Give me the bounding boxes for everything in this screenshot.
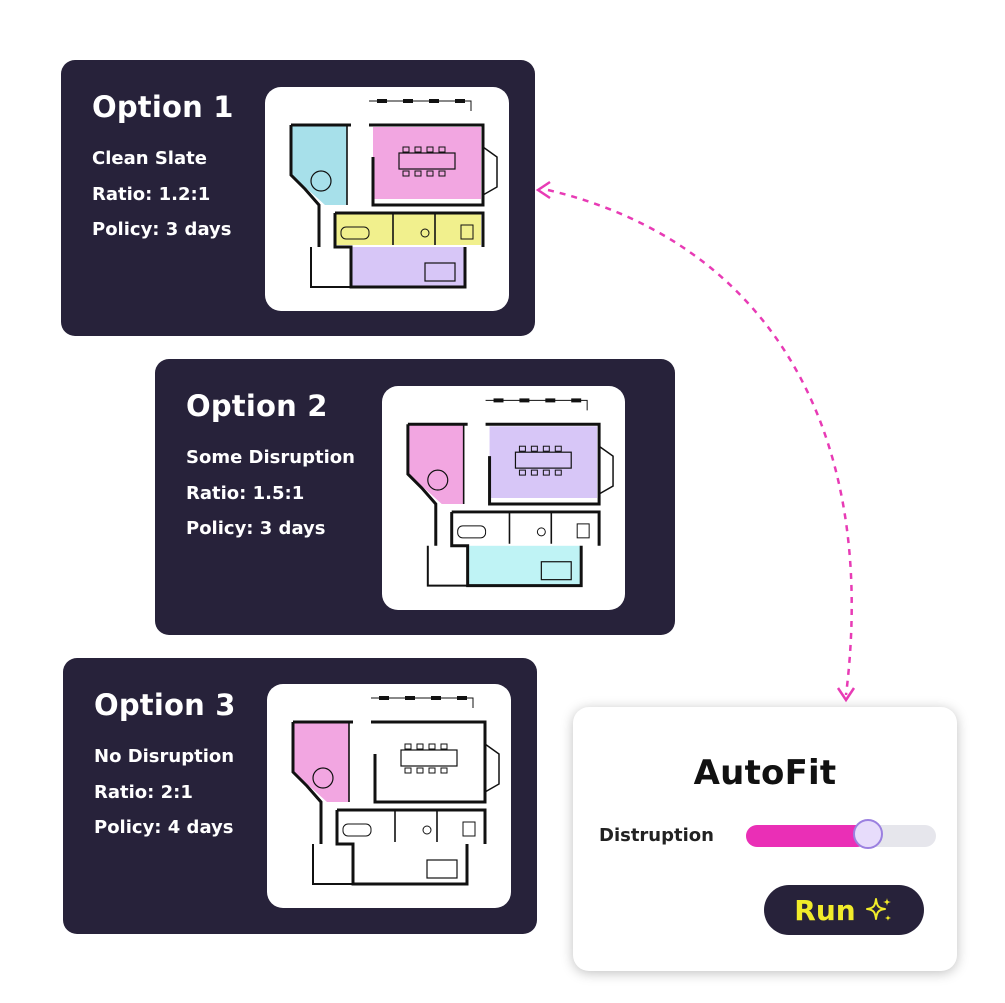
option-ratio: Ratio: 2:1: [94, 782, 193, 803]
arrow-head-icon: [535, 180, 551, 200]
run-button[interactable]: Run: [764, 885, 924, 935]
option-policy: Policy: 4 days: [94, 817, 234, 838]
option-card-3[interactable]: Option 3 No Disruption Ratio: 2:1 Policy…: [63, 658, 537, 934]
autofit-title: AutoFit: [693, 753, 837, 793]
floor-plan-icon: [291, 696, 500, 886]
sparkle-icon: [865, 898, 891, 921]
option-card-2[interactable]: Option 2 Some Disruption Ratio: 1.5:1 Po…: [155, 359, 675, 635]
option-scenario: No Disruption: [94, 746, 235, 767]
arrow-head-icon: [836, 687, 856, 703]
option-scenario: Clean Slate: [92, 148, 207, 169]
disruption-slider[interactable]: [746, 819, 936, 849]
floor-plan: [267, 684, 511, 908]
option-policy: Policy: 3 days: [186, 518, 326, 539]
floor-plan: [382, 386, 625, 610]
option-policy: Policy: 3 days: [92, 219, 232, 240]
run-label: Run: [794, 893, 856, 927]
option-ratio: Ratio: 1.5:1: [186, 483, 305, 504]
slider-fill: [746, 825, 868, 847]
option-card-1[interactable]: Option 1 Clean Slate Ratio: 1.2:1 Policy…: [61, 60, 535, 336]
floor-plan: [265, 87, 509, 311]
floor-plan-icon: [406, 398, 614, 588]
autofit-panel: AutoFit Distruption Run: [573, 707, 957, 971]
option-title: Option 2: [186, 389, 328, 423]
option-title: Option 1: [92, 90, 234, 124]
floor-plan-icon: [289, 99, 498, 289]
option-title: Option 3: [94, 688, 236, 722]
option-scenario: Some Disruption: [186, 447, 355, 468]
slider-label: Distruption: [599, 825, 714, 846]
slider-thumb[interactable]: [852, 819, 883, 849]
option-ratio: Ratio: 1.2:1: [92, 184, 211, 205]
